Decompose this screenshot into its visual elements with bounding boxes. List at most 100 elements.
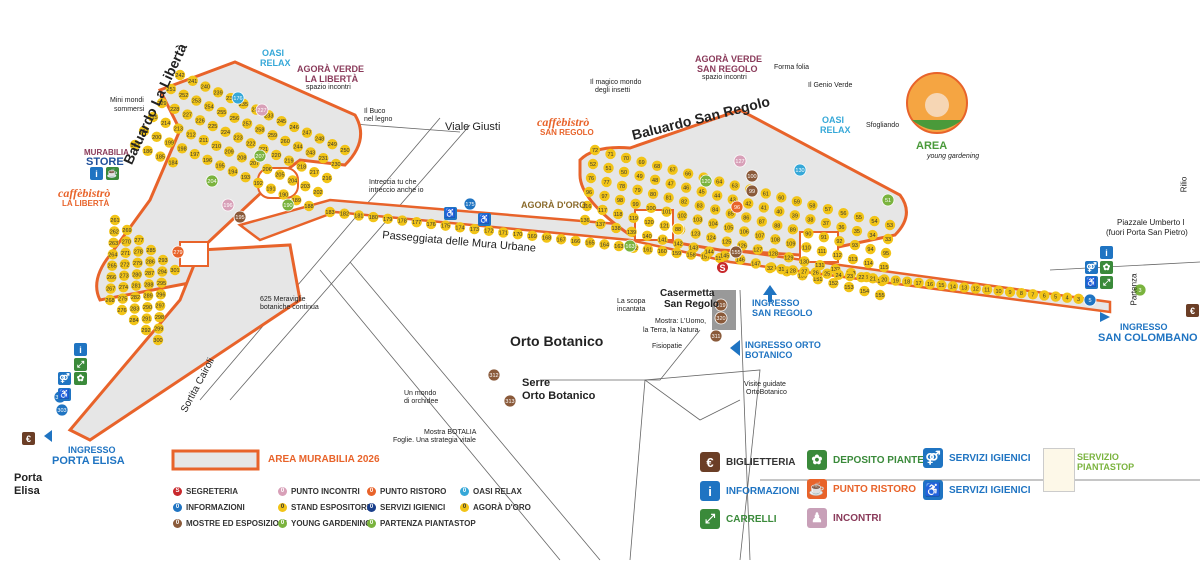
stand-dot[interactable] (614, 194, 626, 206)
special-marker-green[interactable]: 51 (881, 193, 895, 207)
stand-marker[interactable]: 224 (220, 126, 231, 138)
stand-marker[interactable]: 262 (109, 226, 120, 237)
special-marker-brown[interactable]: 99 (745, 184, 759, 198)
special-marker-green[interactable]: 120 (699, 174, 713, 188)
stand-marker[interactable]: 110 (801, 242, 812, 253)
stand-marker[interactable]: 128 (768, 248, 779, 259)
stand-dot[interactable] (581, 200, 593, 212)
stand-dot[interactable] (890, 275, 901, 286)
stand-dot[interactable] (280, 135, 291, 147)
stand-marker[interactable]: 166 (570, 235, 581, 247)
stand-dot[interactable] (202, 154, 213, 166)
stand-marker[interactable]: 177 (411, 217, 422, 228)
stand-marker[interactable]: 195 (214, 160, 226, 171)
stand-dot[interactable] (312, 186, 324, 198)
stand-dot[interactable] (634, 170, 645, 182)
stand-dot[interactable] (822, 204, 834, 215)
stand-marker[interactable]: 265 (106, 260, 118, 271)
stand-marker[interactable]: 3 (1073, 293, 1084, 305)
stand-dot[interactable] (153, 323, 164, 334)
stand-dot[interactable] (178, 89, 189, 100)
stand-dot[interactable] (142, 290, 154, 301)
stand-marker[interactable]: 201 (138, 125, 150, 137)
stand-dot[interactable] (236, 152, 248, 163)
stand-marker[interactable]: 130 (799, 256, 810, 267)
stand-marker[interactable]: 114 (863, 257, 874, 269)
stand-marker[interactable]: 72 (589, 144, 601, 156)
stand-marker[interactable]: 18 (901, 276, 913, 287)
stand-marker[interactable]: 165 (584, 237, 596, 248)
stand-marker[interactable]: 88 (772, 220, 783, 231)
special-marker-dot[interactable] (709, 329, 723, 343)
stand-marker[interactable]: 228 (169, 103, 180, 114)
stand-dot[interactable] (169, 264, 181, 276)
stand-dot[interactable] (147, 111, 159, 123)
stand-marker[interactable]: 10 (993, 285, 1004, 297)
stand-marker[interactable]: 147 (750, 258, 761, 269)
stand-dot[interactable] (227, 166, 239, 177)
stand-marker[interactable]: 180 (368, 211, 379, 223)
stand-dot[interactable] (682, 168, 694, 179)
stand-marker[interactable]: 119 (628, 212, 639, 224)
stand-dot[interactable] (863, 257, 874, 269)
stand-marker[interactable]: 249 (327, 139, 338, 150)
stand-dot[interactable] (143, 279, 155, 290)
stand-dot[interactable] (107, 249, 119, 260)
stand-dot[interactable] (108, 237, 119, 249)
stand-marker[interactable]: 257 (241, 118, 253, 129)
stand-marker[interactable]: 91 (818, 232, 830, 243)
stand-dot[interactable] (583, 186, 595, 198)
stand-marker[interactable]: 288 (143, 279, 155, 290)
stand-dot[interactable] (783, 252, 795, 263)
stand-marker[interactable]: 272 (119, 259, 131, 270)
stand-marker[interactable]: 191 (265, 183, 277, 194)
stand-dot[interactable] (154, 300, 166, 311)
stand-marker[interactable]: 181 (353, 210, 365, 221)
stand-dot[interactable] (104, 294, 116, 306)
stand-marker[interactable]: 129 (783, 252, 795, 263)
stand-dot[interactable] (289, 121, 300, 133)
stand-dot[interactable] (587, 158, 599, 170)
special-marker-dot[interactable] (1133, 283, 1147, 297)
stand-dot[interactable] (120, 247, 131, 259)
stand-dot[interactable] (820, 218, 832, 229)
stand-dot[interactable] (867, 273, 879, 284)
stand-dot[interactable] (579, 214, 591, 226)
stand-dot[interactable] (807, 200, 818, 211)
stand-marker[interactable]: 37 (820, 218, 832, 229)
stand-dot[interactable] (647, 188, 659, 199)
stand-marker[interactable]: 284 (128, 314, 140, 326)
stand-marker[interactable]: 125 (721, 236, 732, 247)
special-marker-dot[interactable] (745, 169, 759, 183)
stand-dot[interactable] (803, 228, 814, 239)
stand-dot[interactable] (440, 220, 451, 231)
stand-dot[interactable] (106, 260, 118, 271)
stand-dot[interactable] (856, 271, 867, 283)
stand-marker[interactable]: 41 (758, 202, 769, 213)
stand-marker[interactable]: 197 (189, 148, 200, 160)
stand-dot[interactable] (750, 258, 761, 269)
stand-marker[interactable]: 38 (805, 214, 816, 225)
stand-dot[interactable] (156, 277, 167, 289)
stand-marker[interactable]: 141 (657, 234, 668, 245)
stand-dot[interactable] (498, 227, 509, 238)
stand-dot[interactable] (879, 274, 890, 285)
stand-marker[interactable]: 109 (785, 238, 797, 249)
stand-marker[interactable]: 136 (579, 214, 591, 226)
stand-dot[interactable] (411, 217, 422, 228)
stand-marker[interactable]: 227 (182, 109, 193, 120)
stand-dot[interactable] (278, 189, 289, 200)
stand-marker[interactable]: 95 (880, 247, 892, 259)
stand-dot[interactable] (240, 171, 251, 183)
stand-dot[interactable] (1004, 286, 1016, 298)
stand-dot[interactable] (276, 115, 287, 127)
stand-dot[interactable] (189, 148, 200, 160)
stand-dot[interactable] (772, 220, 783, 231)
stand-dot[interactable] (618, 166, 630, 178)
stand-dot[interactable] (105, 283, 116, 294)
stand-marker[interactable]: 185 (155, 151, 166, 162)
stand-marker[interactable]: 202 (312, 186, 324, 198)
stand-marker[interactable]: 66 (682, 168, 694, 179)
stand-marker[interactable]: 90 (803, 228, 814, 239)
stand-marker[interactable]: 184 (167, 157, 179, 168)
